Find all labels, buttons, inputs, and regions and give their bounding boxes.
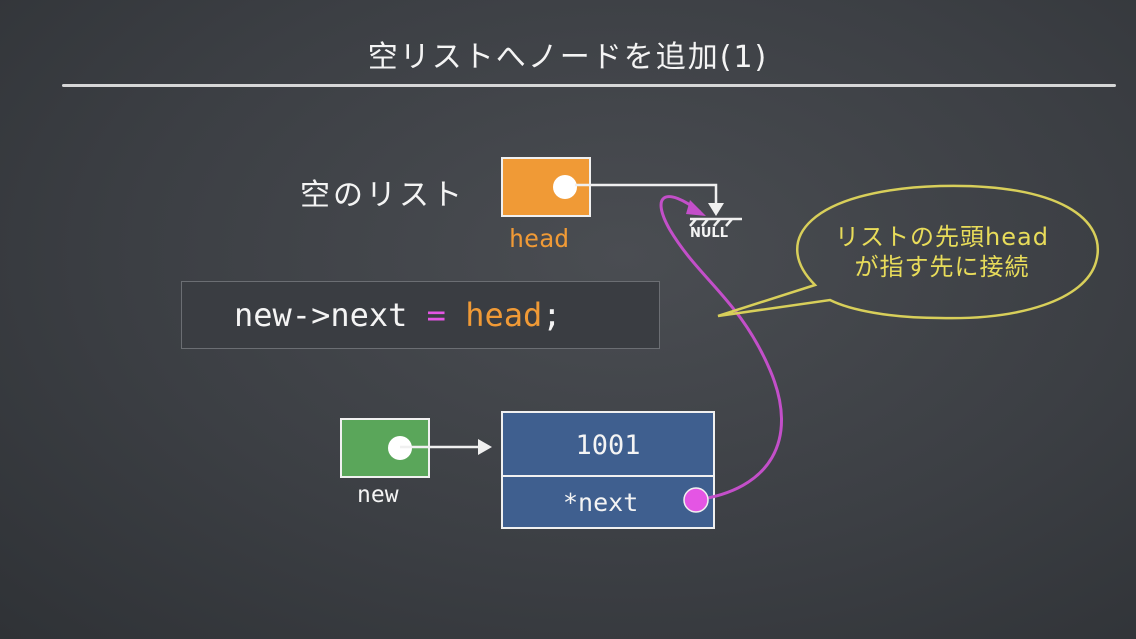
callout-bubble [717,184,1099,320]
empty-list-label: 空のリスト [300,178,465,213]
list-node: 1001 *next [501,411,715,529]
null-ground-icon [689,217,742,227]
code-target: head [465,296,543,334]
head-label: head [509,224,570,253]
node-data: 1001 [503,413,713,477]
callout-line-1: リストの先頭head [835,223,1049,251]
code-operator: = [426,296,446,334]
title-rule [62,84,1116,87]
new-label: new [357,482,399,508]
callout-text: リストの先頭head が指す先に接続 [808,222,1076,282]
code-statement: new->next = head; [181,281,660,349]
callout-line-2: が指す先に接続 [854,253,1030,281]
new-arrowhead [478,439,492,455]
head-arrowhead [708,203,724,216]
next-curve-arrowhead [686,200,706,216]
node-next-field: *next [563,488,639,517]
next-to-null-curve [659,195,784,502]
code-suffix: ; [542,296,562,334]
head-pointer-box [501,157,591,217]
head-pointer-dot [553,175,577,199]
head-to-null-arrow [575,183,718,207]
code-prefix: new->next [234,296,427,334]
slide-title: 空リストへノードを追加(1) [367,40,769,75]
next-pointer-dot [683,487,709,513]
null-label: NULL [690,226,729,241]
